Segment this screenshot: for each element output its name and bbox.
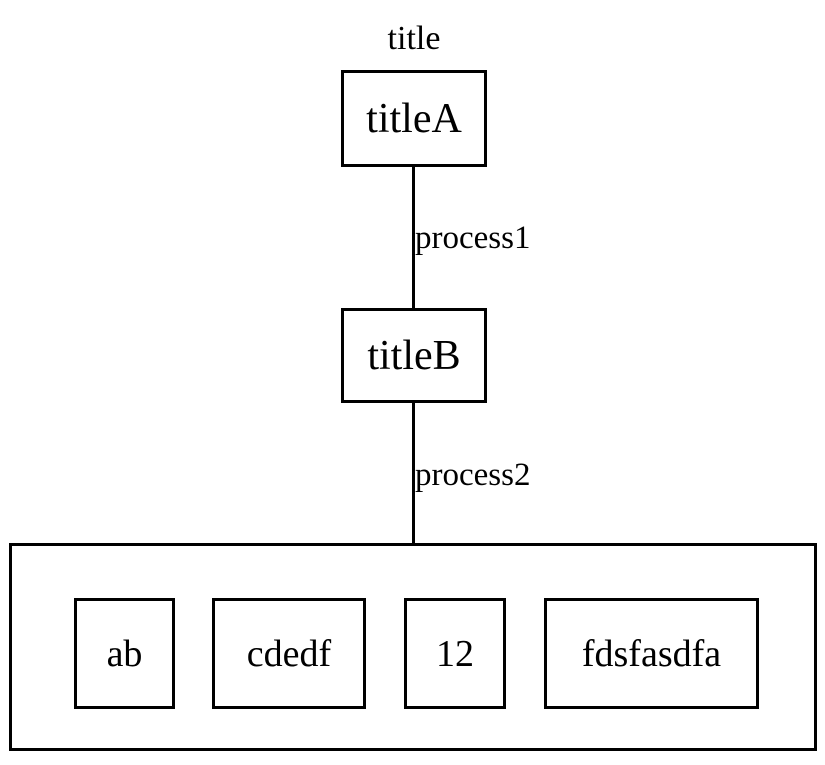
group-child-ab[interactable]: ab — [74, 598, 175, 709]
edge-label-process1: process1 — [415, 220, 531, 256]
edge-connector-titlea-titleb — [412, 167, 415, 308]
group-child-cdedf-label: cdedf — [246, 632, 332, 675]
group-child-ab-label: ab — [106, 632, 143, 675]
group-child-fdsfasdfa-label: fdsfasdfa — [581, 632, 722, 675]
node-title-a-label: titleA — [366, 95, 462, 142]
group-child-12-label: 12 — [436, 632, 474, 675]
edge-connector-titleb-group — [412, 402, 415, 544]
node-title-b[interactable]: titleB — [341, 308, 487, 403]
diagram-title: title — [387, 20, 441, 57]
group-child-12[interactable]: 12 — [404, 598, 506, 709]
group-container[interactable]: ab cdedf 12 fdsfasdfa — [9, 543, 817, 751]
node-title-a[interactable]: titleA — [341, 70, 487, 167]
node-title-b-label: titleB — [367, 332, 461, 379]
group-child-cdedf[interactable]: cdedf — [212, 598, 366, 709]
group-child-fdsfasdfa[interactable]: fdsfasdfa — [544, 598, 759, 709]
edge-label-process2: process2 — [415, 457, 531, 493]
